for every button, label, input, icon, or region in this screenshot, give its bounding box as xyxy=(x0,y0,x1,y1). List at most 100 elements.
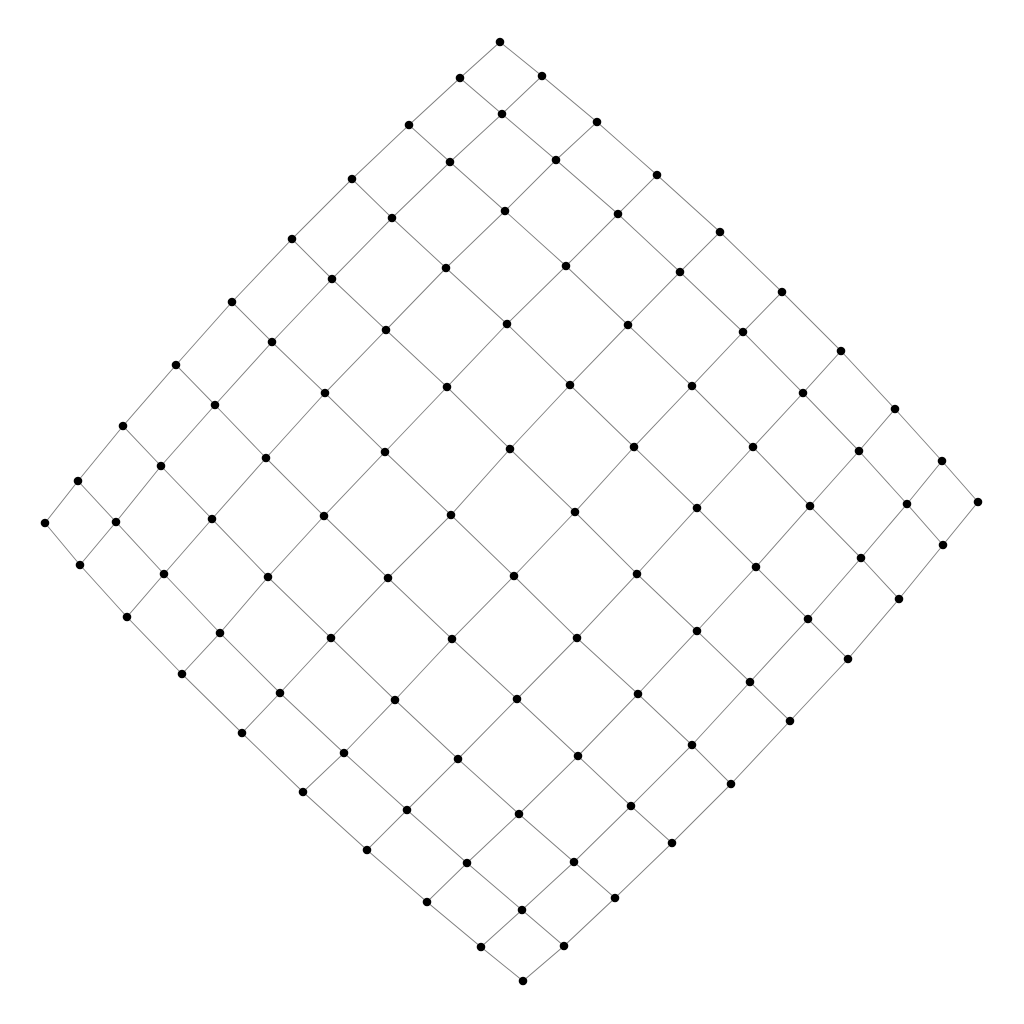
graph-edge xyxy=(906,503,944,546)
graph-edge xyxy=(858,408,896,452)
graph-node xyxy=(347,174,357,184)
graph-node xyxy=(505,444,515,454)
graph-edge xyxy=(501,75,543,115)
graph-node xyxy=(561,261,571,271)
graph-node xyxy=(785,716,795,726)
graph-edge xyxy=(504,210,567,267)
graph-edge xyxy=(506,323,571,386)
graph-edge xyxy=(633,446,698,509)
graph-edge xyxy=(265,457,325,517)
graph-node xyxy=(275,688,285,698)
graph-edge xyxy=(742,331,804,394)
graph-node xyxy=(551,155,561,165)
graph-node xyxy=(902,499,912,509)
graph-node xyxy=(667,838,677,848)
graph-node xyxy=(559,941,569,951)
graph-edge xyxy=(749,681,791,722)
graph-edge xyxy=(521,909,565,947)
graph-edge xyxy=(749,618,809,683)
graph-edge xyxy=(79,521,117,566)
graph-edge xyxy=(696,630,751,683)
graph-node xyxy=(362,845,372,855)
graph-node xyxy=(215,628,225,638)
graph-edge xyxy=(617,174,658,215)
graph-edge xyxy=(175,301,233,366)
graph-edge xyxy=(219,632,281,694)
graph-node xyxy=(565,380,575,390)
graph-edge xyxy=(506,265,567,325)
graph-edge xyxy=(343,699,396,754)
graph-edge xyxy=(742,291,783,333)
graph-edge xyxy=(565,265,629,326)
graph-edge xyxy=(656,174,721,233)
graph-edge xyxy=(366,809,408,851)
graph-edge xyxy=(449,113,503,163)
graph-edge xyxy=(509,384,571,450)
graph-edge xyxy=(406,809,468,864)
graph-node xyxy=(692,503,702,513)
graph-edge xyxy=(516,698,579,757)
graph-edge xyxy=(446,386,511,450)
graph-edge xyxy=(449,161,506,212)
graph-edge xyxy=(366,849,428,903)
graph-edge xyxy=(451,575,515,640)
graph-edge xyxy=(181,673,243,734)
graph-edge xyxy=(860,503,908,559)
graph-edge xyxy=(807,557,862,620)
graph-node xyxy=(518,976,528,986)
graph-edge xyxy=(385,267,447,331)
graph-edge xyxy=(271,278,333,343)
graph-edge xyxy=(513,575,578,639)
graph-edge xyxy=(394,699,459,760)
graph-node xyxy=(517,905,527,915)
graph-node xyxy=(623,320,633,330)
graph-edge xyxy=(122,425,162,467)
graph-node xyxy=(455,73,465,83)
graph-edge xyxy=(679,231,721,273)
graph-node xyxy=(937,456,947,466)
graph-edge xyxy=(569,384,635,448)
graph-edge xyxy=(563,897,616,947)
graph-node xyxy=(380,447,390,457)
graph-edge xyxy=(569,324,629,386)
graph-edge xyxy=(858,450,908,505)
graph-edge xyxy=(894,408,943,462)
graph-node xyxy=(339,748,349,758)
graph-edge xyxy=(163,573,221,634)
graph-node xyxy=(798,388,808,398)
graph-edge xyxy=(679,271,744,333)
graph-edge xyxy=(115,521,165,575)
graph-node xyxy=(111,517,121,527)
graph-node xyxy=(512,694,522,704)
graph-edge xyxy=(279,637,332,694)
graph-edge xyxy=(44,522,81,566)
graph-node xyxy=(629,442,639,452)
graph-edge xyxy=(691,385,754,448)
graph-node xyxy=(476,942,486,952)
graph-node xyxy=(40,518,50,528)
graph-node xyxy=(633,689,643,699)
graph-edge xyxy=(840,350,896,410)
graph-edge xyxy=(387,577,453,640)
graph-edge xyxy=(451,638,518,700)
graph-node xyxy=(570,507,580,517)
graph-edge xyxy=(175,364,216,406)
graph-edge xyxy=(391,217,447,269)
graph-edge xyxy=(501,113,557,161)
graph-edge xyxy=(115,465,162,523)
graph-node xyxy=(298,787,308,797)
graph-node xyxy=(210,400,220,410)
graph-edge xyxy=(941,460,979,503)
graph-node xyxy=(610,893,620,903)
graph-edge xyxy=(384,451,452,516)
graph-node xyxy=(572,633,582,643)
graph-edge xyxy=(291,238,333,280)
graph-edge xyxy=(351,124,410,180)
graph-edge xyxy=(445,267,508,325)
graph-edge xyxy=(755,566,809,620)
graph-edge xyxy=(636,507,698,575)
graph-edge xyxy=(802,392,860,452)
graph-edge xyxy=(691,331,744,387)
graph-node xyxy=(171,360,181,370)
graph-edge xyxy=(446,323,508,388)
